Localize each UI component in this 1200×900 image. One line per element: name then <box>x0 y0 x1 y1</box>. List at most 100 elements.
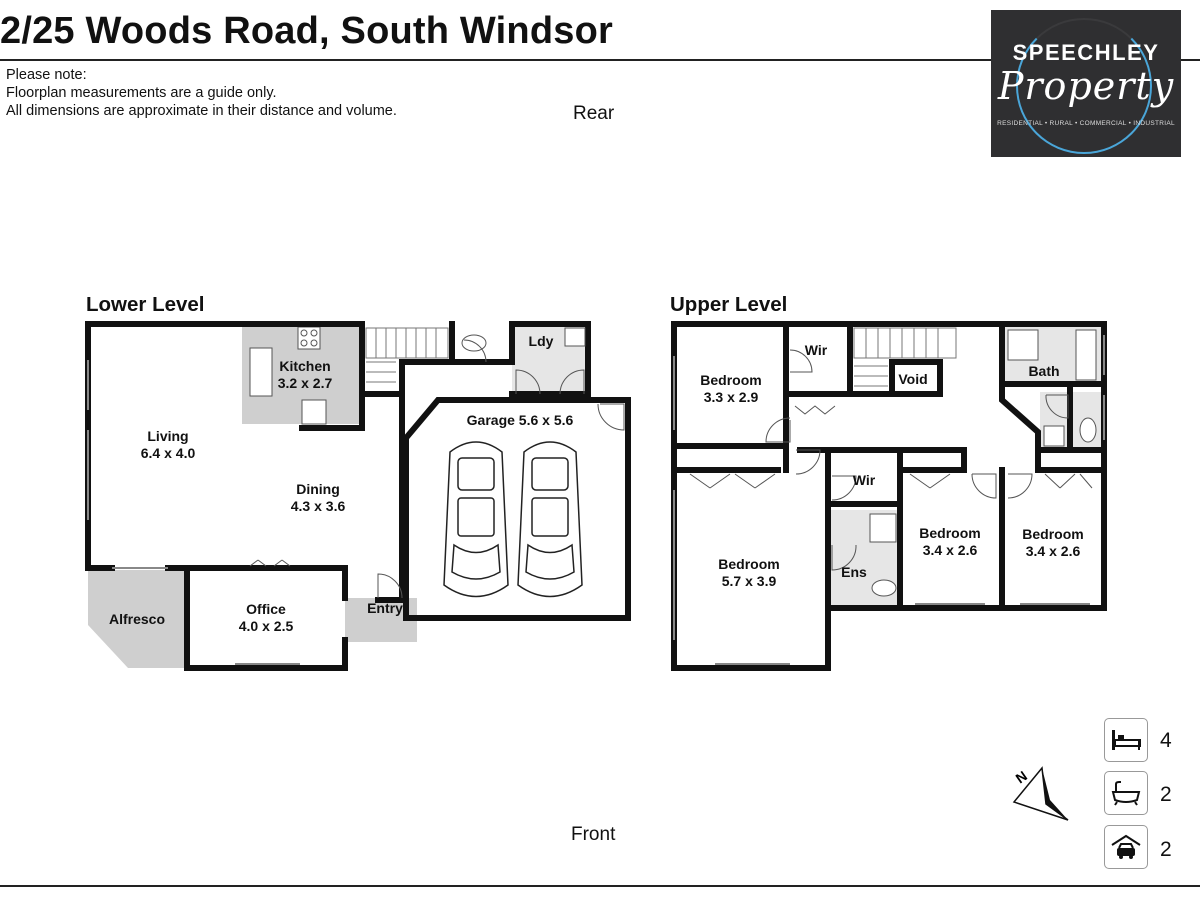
garage-count: 2 <box>1160 838 1172 861</box>
door-swing <box>831 475 857 501</box>
wall <box>375 391 405 603</box>
disclaimer-line: All dimensions are approximate in their … <box>6 103 397 119</box>
wardrobe-doors <box>689 473 776 489</box>
wall <box>797 447 831 611</box>
logo-name: SPEECHLEY <box>1012 40 1160 65</box>
toilet-icon <box>461 334 487 352</box>
bathroom-count-box <box>1104 771 1148 815</box>
wall <box>359 321 591 397</box>
toilet-icon <box>1079 417 1097 443</box>
agency-logo: SPEECHLEY Property RESIDENTIAL • RURAL •… <box>991 10 1181 157</box>
room-label-bedroom: Bedroom <box>919 525 980 541</box>
room-label-kitchen: Kitchen <box>279 358 330 374</box>
room-label-wir: Wir <box>853 472 876 488</box>
footer-divider <box>0 885 1200 887</box>
room-label-entry: Entry <box>367 600 403 616</box>
shower-icon <box>1007 329 1039 361</box>
wardrobe-doors <box>909 473 951 489</box>
room-label-bath: Bath <box>1028 363 1059 379</box>
front-label: Front <box>571 824 616 845</box>
room-size-bedroom: 5.7 x 3.9 <box>722 573 777 589</box>
door-swing <box>377 573 403 599</box>
room-size-bedroom: 3.4 x 2.6 <box>923 542 978 558</box>
door-swing <box>515 369 541 395</box>
cooktop-burner <box>310 339 318 347</box>
door-swing <box>831 544 857 571</box>
alfresco-area <box>88 570 185 668</box>
bedroom-count: 4 <box>1160 729 1172 752</box>
rear-label: Rear <box>573 103 615 124</box>
toilet-icon <box>871 579 897 597</box>
door-swing <box>559 369 585 395</box>
cooktop-icon <box>297 326 321 350</box>
door-swing <box>765 417 791 443</box>
room-label-garage: Garage 5.6 x 5.6 <box>467 412 574 428</box>
header-divider <box>0 59 1200 61</box>
bed-icon <box>1112 730 1141 750</box>
room-size-bedroom: 3.3 x 2.9 <box>704 389 759 405</box>
room-size-bedroom: 3.4 x 2.6 <box>1026 543 1081 559</box>
cooktop-burner <box>300 329 308 337</box>
french-doors <box>249 559 291 567</box>
staircase-icon <box>365 327 449 359</box>
wall <box>897 447 967 473</box>
wall <box>184 565 348 671</box>
disclaimer-notes: Please note: Floorplan measurements are … <box>6 66 397 120</box>
wardrobe-doors <box>1044 473 1093 489</box>
room-label-living: Living <box>147 428 188 444</box>
disclaimer-line: Floorplan measurements are a guide only. <box>6 85 277 101</box>
compass-north-label: N <box>1013 768 1030 787</box>
room-label-office: Office <box>246 601 286 617</box>
door-swing <box>789 349 813 373</box>
cooktop-burner <box>310 329 318 337</box>
staircase-icon <box>853 327 957 359</box>
garage-count-box <box>1104 825 1148 869</box>
car-icon <box>443 441 509 598</box>
room-size-kitchen: 3.2 x 2.7 <box>278 375 333 391</box>
logo-script: Property <box>997 64 1175 108</box>
compass-icon: N <box>1013 766 1069 821</box>
room-label-bedroom: Bedroom <box>718 556 779 572</box>
room-label-laundry: Ldy <box>529 333 554 349</box>
room-size-dining: 4.3 x 3.6 <box>291 498 346 514</box>
cooktop-burner <box>300 339 308 347</box>
room-label-wir: Wir <box>805 342 828 358</box>
door-swing <box>597 403 625 431</box>
room-label-bedroom: Bedroom <box>1022 526 1083 542</box>
logo-tagline: RESIDENTIAL • RURAL • COMMERCIAL • INDUS… <box>997 120 1175 127</box>
room-label-alfresco: Alfresco <box>109 611 165 627</box>
wall <box>165 565 348 601</box>
room-label-bedroom: Bedroom <box>700 372 761 388</box>
room-label-void: Void <box>898 371 927 387</box>
car-icons <box>443 441 583 598</box>
laundry-tub-icon <box>564 327 586 347</box>
room-label-dining: Dining <box>296 481 340 497</box>
room-label-ensuite: Ens <box>841 564 867 580</box>
vanity-icon <box>1043 425 1065 447</box>
room-size-office: 4.0 x 2.5 <box>239 618 294 634</box>
lower-level-title: Lower Level <box>86 293 205 316</box>
room-size-living: 6.4 x 4.0 <box>141 445 196 461</box>
door-swing <box>1045 394 1069 419</box>
bathtub-icon <box>1075 329 1097 381</box>
kitchen-sink-icon <box>249 347 273 397</box>
ensuite-shower-icon <box>869 513 897 543</box>
door-swing <box>971 473 997 499</box>
bedroom-count-box <box>1104 718 1148 762</box>
wall <box>999 321 1107 453</box>
garage-wall <box>403 397 631 621</box>
wall <box>671 443 789 473</box>
door-swing <box>795 449 821 475</box>
garage-car-icon <box>1111 834 1141 859</box>
bathroom-count: 2 <box>1160 783 1172 806</box>
dishwasher-icon <box>301 399 327 425</box>
property-address-title: 2/25 Woods Road, South Windsor <box>0 10 613 52</box>
car-icon <box>517 441 583 598</box>
disclaimer-line: Please note: <box>6 67 87 83</box>
door-swing <box>463 339 487 363</box>
wall <box>783 321 853 397</box>
logo-ring <box>1016 18 1152 154</box>
bath-icon <box>1111 781 1141 806</box>
wardrobe-doors <box>794 405 836 415</box>
